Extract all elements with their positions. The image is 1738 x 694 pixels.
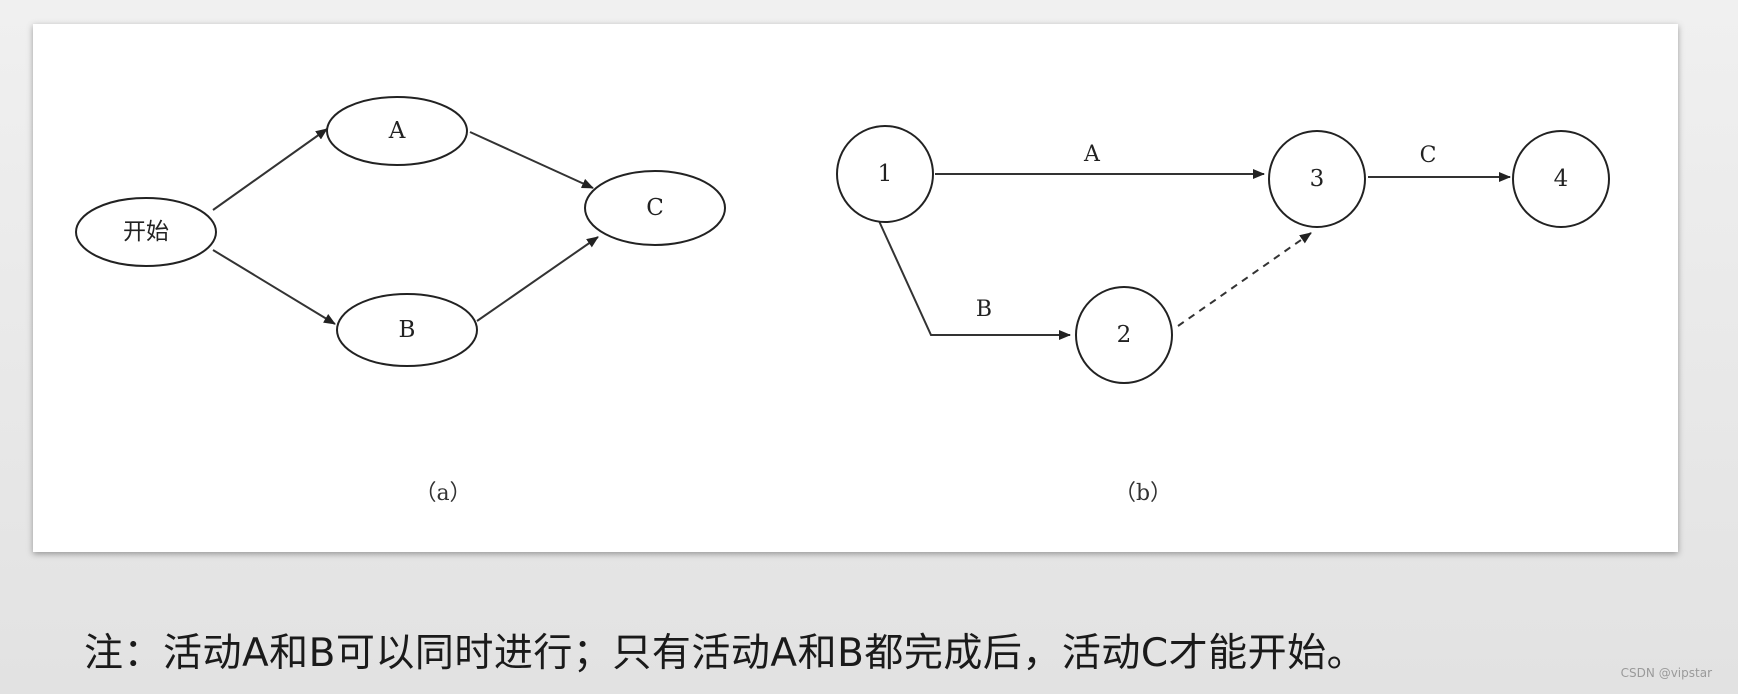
edge-2-to-3-dummy: [1177, 232, 1312, 327]
event-node-2: [1075, 286, 1173, 384]
edge-start-to-a: [212, 128, 328, 211]
event-node-3: [1268, 130, 1366, 228]
node-start: [75, 197, 217, 267]
node-c: [584, 170, 726, 246]
edge-b-to-c: [476, 236, 599, 322]
event-node-2-label: 2: [1117, 322, 1132, 348]
diagram-a: 开始 A B C （a）: [75, 96, 726, 506]
note-text: 注：活动A和B可以同时进行；只有活动A和B都完成后，活动C才能开始。: [84, 631, 1367, 676]
event-node-4-label: 4: [1554, 166, 1569, 192]
event-node-4: [1512, 130, 1610, 228]
figure-panel: 开始 A B C （a） 1 2 3 4 A B C: [33, 24, 1678, 552]
watermark: CSDN @vipstar: [1620, 666, 1712, 680]
edge-label-b: B: [976, 297, 992, 322]
node-start-label: 开始: [123, 219, 169, 245]
event-node-1-label: 1: [878, 161, 893, 187]
node-b-label: B: [399, 317, 416, 343]
node-a: [326, 96, 468, 166]
edge-label-c: C: [1420, 143, 1437, 168]
edge-start-to-b: [212, 249, 336, 325]
caption-b: （b）: [1114, 481, 1172, 506]
edge-a-to-c: [469, 131, 594, 189]
diagram-b: 1 2 3 4 A B C （b）: [836, 125, 1610, 506]
network-diagrams: 开始 A B C （a） 1 2 3 4 A B C: [75, 96, 1610, 506]
node-a-label: A: [388, 118, 406, 144]
edge-label-a: A: [1083, 142, 1101, 167]
node-c-label: C: [646, 195, 664, 221]
event-node-1: [836, 125, 934, 223]
node-b: [336, 293, 478, 367]
edge-1-to-2: [878, 220, 1071, 340]
caption-a: （a）: [414, 481, 471, 506]
event-node-3-label: 3: [1310, 166, 1325, 192]
